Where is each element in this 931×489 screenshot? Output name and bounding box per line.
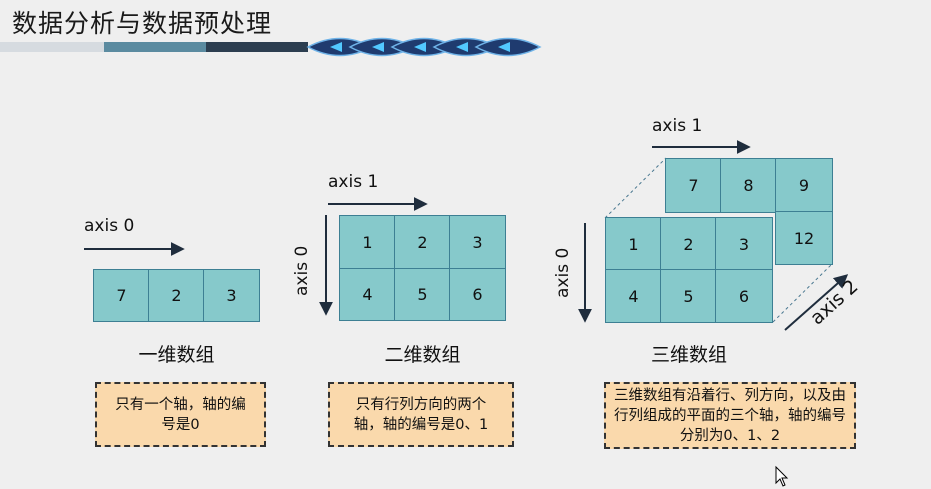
three-d-caption: 三维数组: [650, 344, 727, 366]
three-d-back-cell: 7: [665, 158, 722, 213]
one-d-note: 只有一个轴，轴的编号是0: [95, 382, 266, 447]
two-d-caption: 二维数组: [384, 344, 461, 366]
two-d-cell: 3: [449, 215, 506, 270]
page-title: 数据分析与数据预处理: [12, 9, 273, 38]
two-d-note: 只有行列方向的两个轴，轴的编号是0、1: [328, 382, 514, 447]
header-bar-gray: [0, 42, 104, 52]
three-d-back-cell: 8: [720, 158, 777, 213]
header-bar-dark: [206, 42, 308, 52]
three-d-note: 三维数组有沿着行、列方向，以及由行列组成的平面的三个轴，轴的编号分别为0、1、2: [604, 382, 856, 449]
one-d-caption: 一维数组: [138, 344, 215, 366]
header-bar-teal: [104, 42, 206, 52]
two-d-cell: 5: [394, 268, 451, 321]
diamond-chain-icon: [306, 37, 542, 57]
two-d-cell: 6: [449, 268, 506, 321]
three-d-axis2-arrow: [784, 274, 849, 331]
three-d-front-cell: 4: [605, 269, 662, 323]
two-d-cell: 4: [339, 268, 396, 321]
one-d-cell: 2: [148, 269, 205, 322]
three-d-axis1-label: axis 1: [652, 116, 703, 136]
three-d-connector-bottom: [772, 263, 833, 323]
one-d-cell: 3: [203, 269, 260, 322]
one-d-axis0-label: axis 0: [84, 216, 135, 236]
three-d-front-cell: 3: [715, 217, 773, 271]
three-d-front-cell: 6: [715, 269, 773, 323]
three-d-back-cell: 12: [775, 211, 833, 265]
three-d-connector-top: [604, 157, 667, 219]
two-d-axis1-label: axis 1: [328, 172, 379, 192]
